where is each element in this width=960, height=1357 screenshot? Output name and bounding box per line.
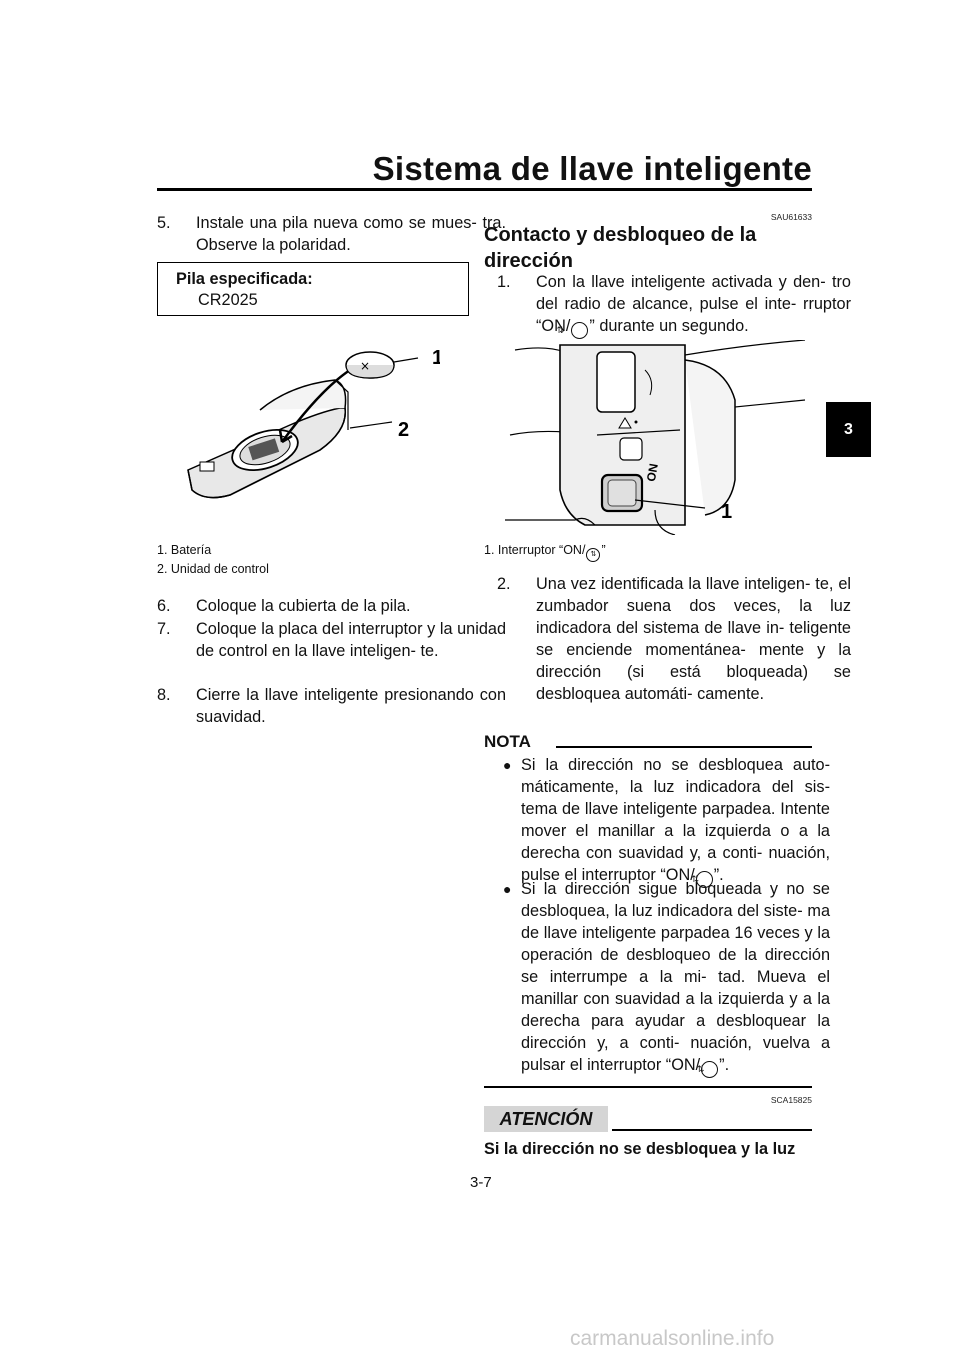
nota-bullet-1-text-a: Si la dirección no se desbloquea auto- m… (521, 756, 830, 884)
steering-unlock-icon: ⇅ (691, 871, 713, 888)
nota-rule (556, 746, 812, 748)
step-r1-text-a: Con la llave inteligente activada y den-… (536, 273, 851, 335)
bullet-dot: ● (503, 757, 512, 773)
caution-code: SCA15825 (770, 1095, 812, 1105)
chapter-tab: 3 (826, 402, 871, 457)
bullet-dot: ● (503, 881, 512, 897)
step-r2: 2. Una vez identificada la llave intelige… (497, 573, 851, 705)
nota-bullet-2: ● Si la dirección sigue bloqueada y no se… (503, 878, 830, 1078)
spec-value: CR2025 (198, 291, 258, 309)
battery-figure: × 1 2 (187, 347, 440, 499)
battery-callout: 1 (432, 347, 440, 369)
step-5: 5. Instale una pila nueva como se mues- t… (157, 212, 506, 256)
step-r2-number: 2. (497, 575, 511, 593)
caption-switch-a: 1. Interruptor “ON/ (484, 543, 586, 557)
switch-figure: ON 1 (505, 340, 806, 535)
caption-switch-b: ” (601, 543, 606, 557)
switch-on-label: ON (644, 462, 661, 482)
step-5-text: Instale una pila nueva como se mues- tra… (196, 214, 506, 254)
page-number: 3-7 (470, 1174, 492, 1191)
step-7-text: Coloque la placa del interruptor y la un… (196, 620, 506, 660)
title-rule (157, 188, 812, 191)
steering-unlock-icon: ⇅ (697, 1061, 719, 1078)
step-7: 7. Coloque la placa del interruptor y la … (157, 618, 506, 662)
caution-text: Si la dirección no se desbloquea y la lu… (484, 1140, 796, 1158)
step-5-number: 5. (157, 214, 171, 232)
step-7-number: 7. (157, 620, 171, 638)
step-r1: 1. Con la llave inteligente activada y de… (497, 271, 851, 339)
caption-switch: 1. Interruptor “ON/⇅” (484, 541, 606, 562)
step-r2-text: Una vez identificada la llave inteligen-… (536, 575, 851, 703)
caution-heading: ATENCIÓN (484, 1106, 608, 1132)
nota-heading: NOTA (484, 732, 531, 751)
spec-label: Pila especificada: (176, 270, 313, 288)
step-6-number: 6. (157, 597, 171, 615)
section-title: Contacto y desbloqueo de la dirección (484, 224, 757, 272)
step-6: 6. Coloque la cubierta de la pila. (157, 595, 506, 617)
switch-callout: 1 (721, 501, 732, 523)
watermark: carmanualsonline.info (570, 1327, 775, 1350)
section-code: SAU61633 (770, 212, 812, 222)
steering-unlock-icon: ⇅ (557, 322, 589, 339)
caption-control-unit: 2. Unidad de control (157, 562, 269, 576)
step-r1-number: 1. (497, 273, 511, 291)
svg-text:×: × (360, 359, 370, 373)
spec-box: Pila especificada: CR2025 (157, 262, 469, 316)
steering-unlock-icon: ⇅ (586, 548, 601, 562)
page-title: Sistema de llave inteligente (372, 150, 812, 187)
step-8-text: Cierre la llave inteligente presionando … (196, 686, 506, 726)
step-6-text: Coloque la cubierta de la pila. (196, 597, 411, 615)
step-8-number: 8. (157, 686, 171, 704)
nota-bullet-1-text-b: ”. (713, 866, 724, 884)
caution-rule (612, 1129, 812, 1131)
control-unit-callout: 2 (398, 419, 409, 441)
nota-bullet-2-text-b: ”. (719, 1056, 730, 1074)
step-8: 8. Cierre la llave inteligente presionand… (157, 684, 506, 728)
nota-bullet-2-text-a: Si la dirección sigue bloqueada y no se … (521, 880, 830, 1074)
caption-battery: 1. Batería (157, 543, 212, 557)
chapter-tab-number: 3 (844, 420, 853, 438)
nota-bullet-1: ● Si la dirección no se desbloquea auto- … (503, 754, 830, 888)
step-r1-text-b: ” durante un segundo. (589, 317, 749, 335)
nota-end-rule (484, 1086, 812, 1088)
